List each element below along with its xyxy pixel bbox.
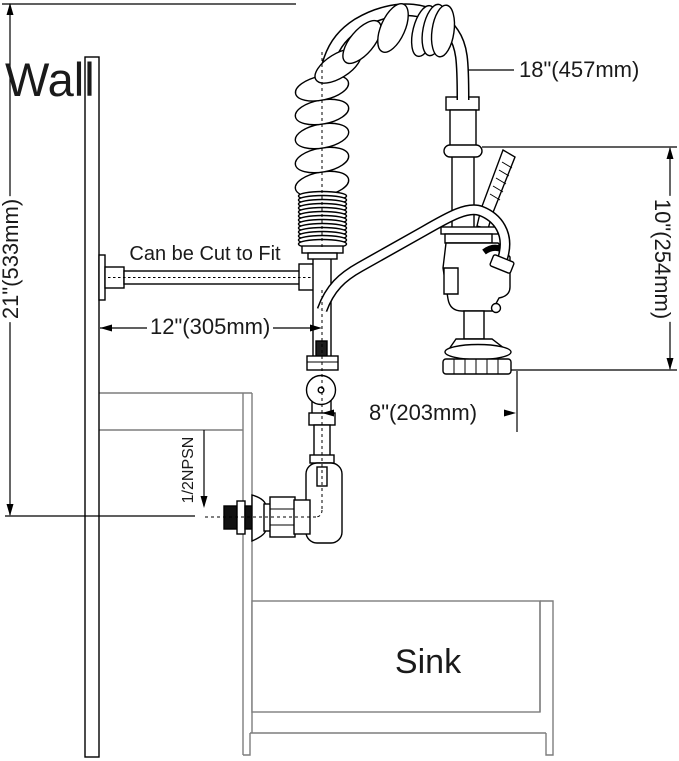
arrowheads bbox=[6, 3, 674, 516]
coil-base-flange bbox=[301, 245, 344, 254]
inlet-elbow-assembly bbox=[223, 462, 343, 544]
cut-to-fit-note: Can be Cut to Fit bbox=[129, 243, 281, 265]
dim-spray-drop: 10"(254mm) bbox=[650, 195, 675, 323]
add-on-faucet-spout bbox=[316, 204, 515, 313]
wall bbox=[84, 56, 100, 758]
sink-basin bbox=[251, 600, 541, 713]
centerlines bbox=[205, 52, 323, 518]
inlet-thread-label: 1/2NPSN bbox=[180, 436, 197, 504]
dim-riser-to-spray: 8"(203mm) bbox=[364, 402, 482, 424]
wall-support-pipe bbox=[98, 254, 318, 301]
wall-label: Wall bbox=[5, 53, 95, 106]
dim-overall-height: 21"(533mm) bbox=[0, 195, 23, 323]
coil-arch-loops bbox=[314, 3, 456, 84]
counter-and-sink-structure bbox=[99, 392, 554, 756]
dim-hose-length: 18"(457mm) bbox=[519, 57, 640, 82]
sink-label: Sink bbox=[394, 643, 462, 681]
dim-wall-to-riser: 12"(305mm) bbox=[147, 316, 273, 338]
